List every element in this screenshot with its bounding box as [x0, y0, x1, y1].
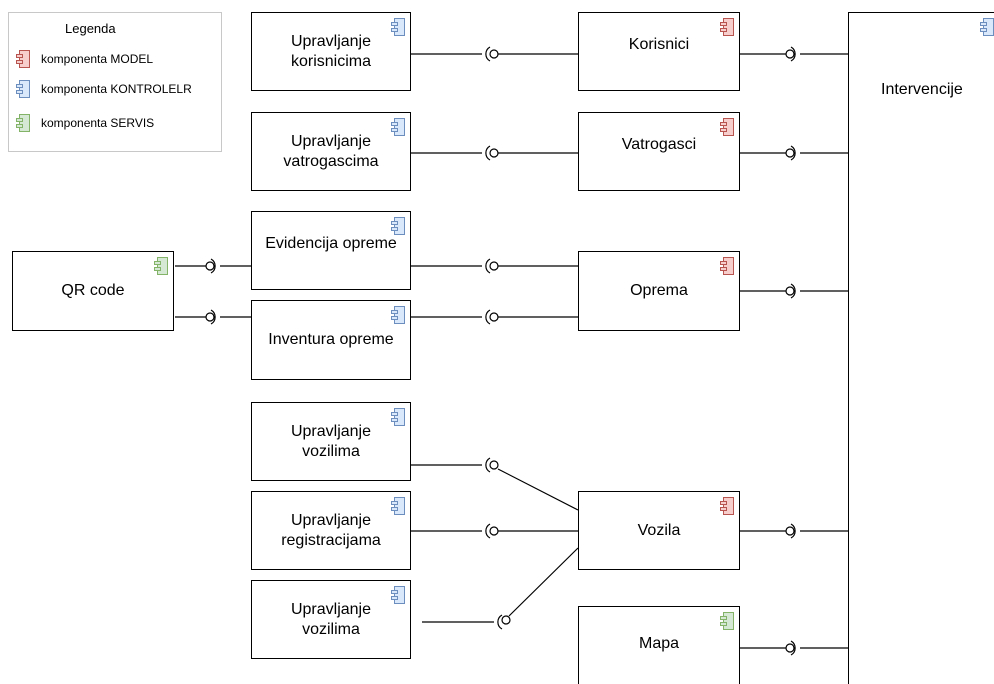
- component-icon: [720, 612, 734, 630]
- required-interface-socket: [485, 258, 491, 274]
- component-icon: [391, 18, 405, 36]
- component-upravljanje-vozilima-2: Upravljanje vozilima: [251, 580, 411, 659]
- component-upravljanje-korisnicima: Upravljanje korisnicima: [251, 12, 411, 91]
- required-interface-socket: [485, 523, 491, 539]
- component-upravljanje-vatrogascima: Upravljanje vatrogascima: [251, 112, 411, 191]
- component-label: Evidencija opreme: [265, 235, 397, 252]
- component-icon: [391, 118, 405, 136]
- component-oprema: Oprema: [578, 251, 740, 331]
- legend-title: Legenda: [65, 21, 116, 36]
- component-label: Mapa: [638, 635, 680, 652]
- required-interface-socket: [485, 457, 491, 473]
- required-interface-socket: [790, 145, 796, 161]
- component-upravljanje-vozilima: Upravljanje vozilima: [251, 402, 411, 481]
- legend-item-label: komponenta KONTROLELR: [41, 82, 192, 96]
- legend-item-kontroler: komponenta KONTROLELR: [9, 79, 219, 99]
- component-evidencija-opreme: Evidencija opreme: [251, 211, 411, 290]
- connector-line: [497, 468, 579, 511]
- component-icon: [391, 408, 405, 426]
- component-label: Korisnici: [628, 36, 690, 53]
- provided-interface-ball: [785, 286, 795, 296]
- component-icon: [720, 118, 734, 136]
- component-label: Vozila: [637, 521, 681, 539]
- legend-item-model: komponenta MODEL: [9, 49, 219, 69]
- provided-interface-ball: [489, 526, 499, 536]
- component-label: Upravljanje vozilima: [290, 600, 372, 638]
- component-icon: [391, 306, 405, 324]
- component-qr-code: QR code: [12, 251, 174, 331]
- component-label: Vatrogasci: [621, 136, 697, 153]
- component-icon: [720, 257, 734, 275]
- component-label: Upravljanje korisnicima: [290, 32, 372, 70]
- provided-interface-ball: [501, 615, 511, 625]
- component-icon: [391, 497, 405, 515]
- component-upravljanje-registracijama: Upravljanje registracijama: [251, 491, 411, 570]
- provided-interface-ball: [785, 49, 795, 59]
- component-label: QR code: [61, 282, 125, 299]
- required-interface-socket: [790, 283, 796, 299]
- component-icon: [16, 50, 30, 68]
- provided-interface-ball: [785, 643, 795, 653]
- provided-interface-ball: [489, 261, 499, 271]
- component-label: Oprema: [630, 282, 688, 299]
- provided-interface-ball: [785, 526, 795, 536]
- component-icon: [391, 586, 405, 604]
- required-interface-socket: [485, 46, 491, 62]
- component-mapa: Mapa: [578, 606, 740, 684]
- component-label: Upravljanje vozilima: [290, 422, 372, 460]
- provided-interface-ball: [205, 261, 215, 271]
- provided-interface-ball: [489, 312, 499, 322]
- component-label: Upravljanje vatrogascima: [283, 132, 379, 170]
- legend: Legenda komponenta MODEL komponenta KONT…: [8, 12, 222, 152]
- component-label: Upravljanje registracijama: [281, 511, 381, 549]
- connector-line: [508, 547, 579, 617]
- required-interface-socket: [210, 309, 216, 325]
- component-icon: [16, 80, 30, 98]
- component-intervencije: Intervencije: [848, 12, 994, 684]
- component-vozila: Vozila: [578, 491, 740, 570]
- component-icon: [154, 257, 168, 275]
- legend-item-label: komponenta MODEL: [41, 52, 154, 66]
- component-icon: [16, 114, 30, 132]
- provided-interface-ball: [489, 148, 499, 158]
- required-interface-socket: [790, 523, 796, 539]
- component-label: Intervencije: [881, 81, 963, 98]
- provided-interface-ball: [785, 148, 795, 158]
- component-icon: [980, 18, 994, 36]
- legend-item-label: komponenta SERVIS: [41, 116, 155, 130]
- provided-interface-ball: [489, 460, 499, 470]
- required-interface-socket: [790, 640, 796, 656]
- component-icon: [391, 217, 405, 235]
- provided-interface-ball: [205, 312, 215, 322]
- component-label: Inventura opreme: [268, 331, 394, 348]
- component-icon: [720, 18, 734, 36]
- component-icon: [720, 497, 734, 515]
- legend-item-servis: komponenta SERVIS: [9, 113, 219, 133]
- provided-interface-ball: [489, 49, 499, 59]
- required-interface-socket: [485, 309, 491, 325]
- required-interface-socket: [485, 145, 491, 161]
- required-interface-socket: [790, 46, 796, 62]
- component-korisnici: Korisnici: [578, 12, 740, 91]
- required-interface-socket: [210, 258, 216, 274]
- component-inventura-opreme: Inventura opreme: [251, 300, 411, 380]
- required-interface-socket: [497, 614, 503, 630]
- component-vatrogasci: Vatrogasci: [578, 112, 740, 191]
